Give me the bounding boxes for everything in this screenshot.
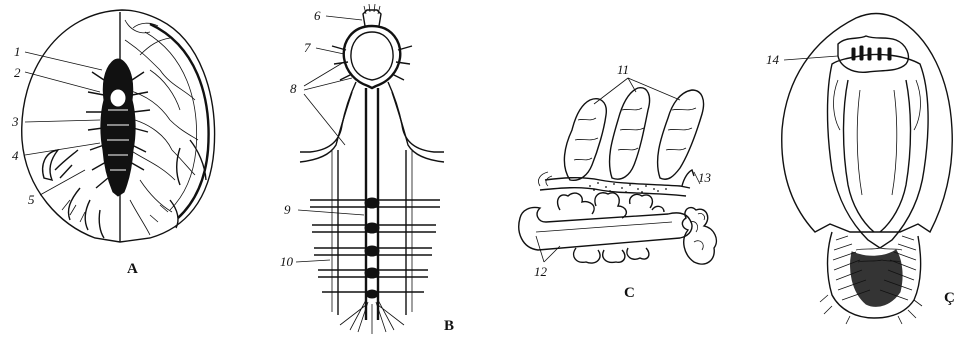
panel-cedilla: 14 Ç — [766, 14, 955, 325]
panel-b-label-8: 8 — [290, 81, 297, 96]
panel-b-letter: B — [444, 318, 454, 334]
panel-cedilla-label-14: 14 — [766, 52, 780, 67]
panel-b: 6 7 8 9 10 B — [280, 4, 454, 334]
panel-a: 1 2 3 4 5 A — [11, 10, 215, 277]
panel-a-label-2: 2 — [14, 65, 21, 80]
panel-c-label-13: 13 — [698, 170, 712, 185]
panel-b-label-6: 6 — [314, 8, 321, 23]
panel-c-lobe-3 — [658, 90, 704, 179]
panel-cedilla-spots — [852, 46, 891, 60]
panel-b-label-10: 10 — [280, 254, 294, 269]
panel-c-tube — [519, 207, 692, 250]
panel-a-heart — [101, 59, 135, 196]
panel-c-letter: C — [624, 285, 635, 301]
panel-cedilla-organ — [828, 54, 929, 248]
panel-c-label-12: 12 — [534, 264, 548, 279]
panel-b-brain-ring — [344, 26, 401, 88]
panel-c-lobe-2 — [610, 88, 650, 179]
panel-c-coils — [558, 193, 664, 263]
panel-c: 11 12 13 C — [519, 62, 717, 301]
panel-b-label-9: 9 — [284, 202, 291, 217]
panel-b-label-7: 7 — [304, 40, 311, 55]
panel-c-lobe-texture — [574, 108, 696, 160]
panel-a-label-1: 1 — [14, 44, 21, 59]
panel-cedilla-letter: Ç — [944, 290, 955, 306]
panel-cedilla-carapace — [782, 14, 953, 233]
panel-a-letter: A — [127, 261, 138, 277]
panel-a-label-4: 4 — [12, 148, 19, 163]
panel-a-label-5: 5 — [28, 192, 35, 207]
panel-a-label-3: 3 — [11, 114, 19, 129]
panel-a-vessels — [125, 20, 198, 235]
panel-c-label-11: 11 — [617, 62, 629, 77]
